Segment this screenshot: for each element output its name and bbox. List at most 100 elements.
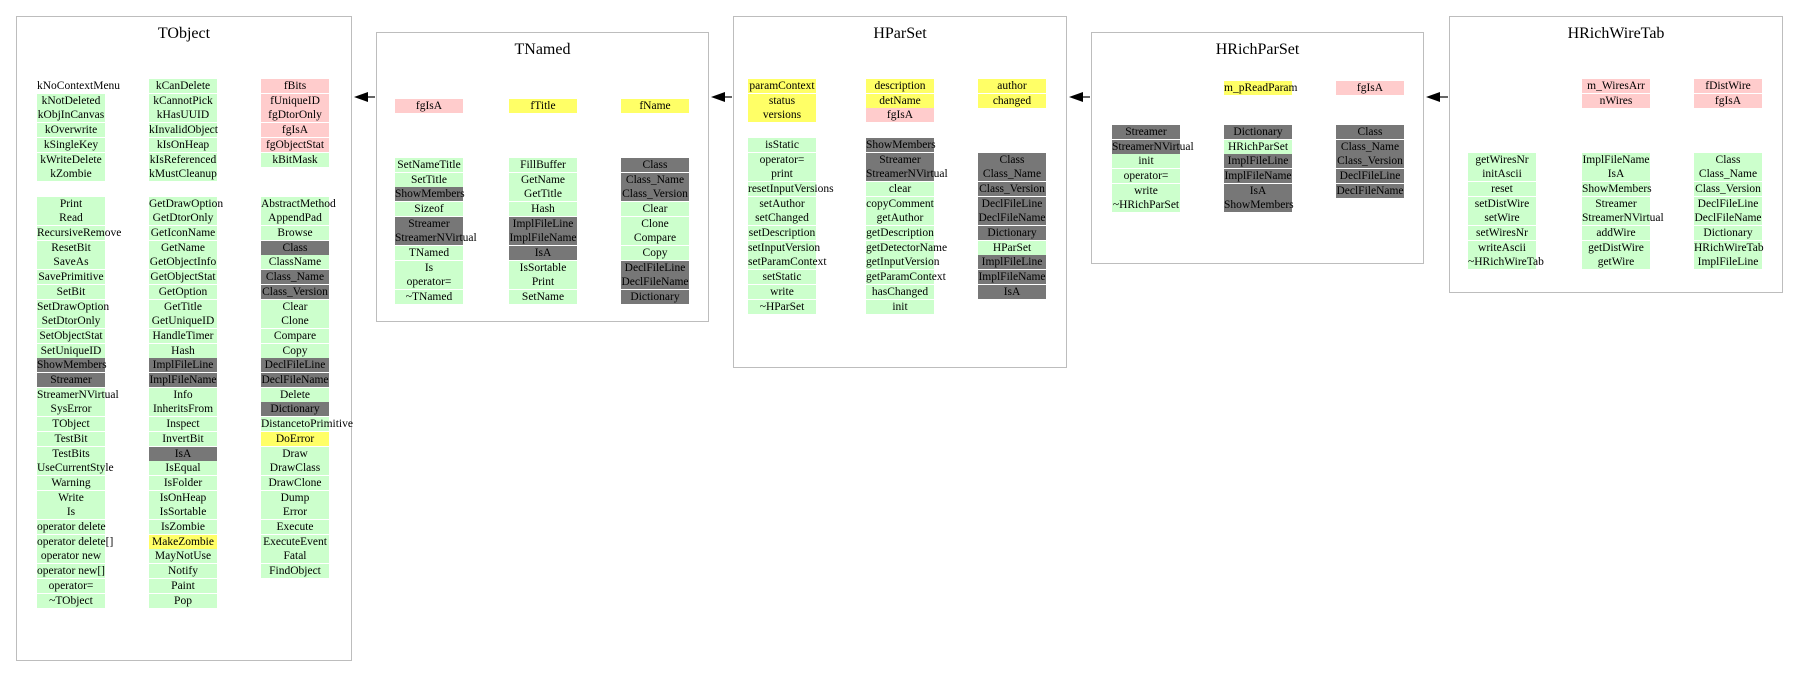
method-compare: Compare — [621, 231, 689, 246]
method-iszombie: IsZombie — [149, 520, 217, 534]
method-copy: Copy — [621, 246, 689, 260]
persistent-member-author: author — [978, 79, 1046, 93]
persistent-member-status: status — [748, 93, 816, 108]
inherited-method-class-version: Class_Version — [621, 187, 689, 202]
method-saveprimitive: SavePrimitive — [37, 270, 105, 285]
method-getdrawoption: GetDrawOption — [149, 196, 224, 211]
inherited-method-class: Class — [621, 157, 689, 172]
method-operator: operator= — [37, 578, 105, 593]
inherited-method-streamer: Streamer — [395, 216, 463, 231]
method-hparset: HParSet — [978, 240, 1046, 255]
method-handletimer: HandleTimer — [149, 328, 217, 343]
method-write: write — [1112, 183, 1180, 198]
inherited-method-declfilename: DeclFileName — [1336, 183, 1404, 198]
method-tnamed: TNamed — [395, 246, 463, 260]
method-appendpad: AppendPad — [261, 211, 329, 226]
data-member-fgisa: fgIsA — [1694, 93, 1762, 108]
data-member-fgdtoronly: fgDtorOnly — [261, 108, 329, 123]
method-clear: clear — [866, 181, 934, 196]
inherited-method-showmembers: ShowMembers — [395, 187, 465, 202]
method-getauthor: getAuthor — [866, 211, 934, 226]
method-print: print — [748, 167, 816, 182]
enum-constant-kisonheap: kIsOnHeap — [149, 137, 217, 152]
method-haschanged: hasChanged — [866, 284, 934, 299]
method-setparamcontext: setParamContext — [748, 255, 827, 270]
persistent-member-changed: changed — [978, 93, 1046, 108]
data-member-nwires: nWires — [1582, 93, 1650, 108]
enum-constant-ksinglekey: kSingleKey — [37, 137, 105, 152]
method-showmembers: ShowMembers — [1582, 181, 1652, 196]
method-implfilename: ImplFileName — [1582, 152, 1650, 167]
enum-constant-kobjincanvas: kObjInCanvas — [37, 108, 105, 123]
enum-constant-kcandelete: kCanDelete — [149, 79, 217, 93]
method-is: Is — [395, 260, 463, 275]
inherited-method-implfileline: ImplFileLine — [149, 358, 217, 373]
method-abstractmethod: AbstractMethod — [261, 196, 336, 211]
method-operator: operator= — [395, 275, 463, 290]
method-class-name: Class_Name — [1694, 167, 1762, 182]
inherited-method-implfilename: ImplFileName — [978, 270, 1046, 285]
inherited-method-class-version: Class_Version — [978, 181, 1046, 196]
inherited-method-dictionary: Dictionary — [1224, 124, 1292, 139]
class-title: HRichParSet — [1215, 41, 1300, 58]
method-operator-delete: operator delete — [37, 520, 106, 534]
inherited-method-dictionary: Dictionary — [621, 290, 689, 305]
enum-constant-knocontextmenu: kNoContextMenu — [37, 80, 121, 92]
method-is: Is — [37, 505, 105, 520]
inherited-method-class-version: Class_Version — [261, 284, 329, 299]
method-streamernvirtual: StreamerNVirtual — [37, 387, 119, 402]
method-resetinputversions: resetInputVersions — [748, 181, 834, 196]
method-tnamed: ~TNamed — [395, 290, 463, 305]
persistent-member-detname: detName — [866, 93, 934, 108]
inherited-method-declfileline: DeclFileLine — [621, 260, 689, 275]
method-init: init — [866, 299, 934, 314]
persistent-member-description: description — [866, 79, 934, 93]
method-operator: operator= — [1112, 168, 1180, 183]
inherited-method-declfilename: DeclFileName — [978, 211, 1046, 226]
inheritance-arrowhead — [354, 92, 368, 102]
method-execute: Execute — [261, 520, 329, 534]
inherited-method-class: Class — [1336, 124, 1404, 139]
method-gettitle: GetTitle — [509, 187, 577, 202]
method-invertbit: InvertBit — [149, 431, 217, 446]
inherited-method-implfilename: ImplFileName — [149, 373, 217, 387]
method-notify: Notify — [149, 564, 217, 579]
method-fatal: Fatal — [261, 549, 329, 564]
method-setuniqueid: SetUniqueID — [37, 343, 105, 358]
method-getwiresnr: getWiresNr — [1468, 152, 1536, 167]
method-clone: Clone — [261, 314, 329, 329]
inherited-method-implfileline: ImplFileLine — [978, 255, 1046, 270]
inherited-method-streamernvirtual: StreamerNVirtual — [866, 167, 948, 182]
data-member-fgisa: fgIsA — [1336, 80, 1404, 95]
enum-constant-koverwrite: kOverwrite — [37, 123, 105, 138]
inherited-method-implfileline: ImplFileLine — [509, 216, 577, 231]
method-operator-delete: operator delete[] — [37, 534, 114, 549]
method-isfolder: IsFolder — [149, 475, 217, 490]
inherited-method-streamer: Streamer — [37, 373, 105, 387]
method-getdetectorname: getDetectorName — [866, 240, 948, 255]
method-geticonname: GetIconName — [149, 226, 217, 240]
enum-constant-kmustcleanup: kMustCleanup — [149, 167, 217, 182]
method-addwire: addWire — [1582, 226, 1650, 240]
persistent-member-ftitle: fTitle — [509, 99, 577, 113]
class-title: TNamed — [514, 41, 571, 58]
data-member-fgisa: fgIsA — [866, 108, 934, 123]
method-drawclass: DrawClass — [261, 461, 329, 476]
enum-constant-kisreferenced: kIsReferenced — [149, 152, 217, 167]
enum-constant-kinvalidobject: kInvalidObject — [149, 123, 218, 138]
method-hrichwiretab: HRichWireTab — [1694, 240, 1764, 255]
method-setdrawoption: SetDrawOption — [37, 299, 110, 314]
persistent-member-m-preadparam: m_pReadParam — [1224, 80, 1298, 95]
method-draw: Draw — [261, 446, 329, 461]
method-print: Print — [37, 196, 105, 211]
enum-constant-kzombie: kZombie — [37, 167, 105, 182]
method-dump: Dump — [261, 490, 329, 505]
method-tobject: TObject — [37, 417, 105, 432]
method-implfileline: ImplFileLine — [1694, 255, 1762, 270]
method-isequal: IsEqual — [149, 461, 217, 476]
method-getname: GetName — [149, 240, 217, 255]
method-error: Error — [261, 505, 329, 520]
method-resetbit: ResetBit — [37, 240, 105, 255]
enum-constant-kcannotpick: kCannotPick — [149, 93, 217, 108]
